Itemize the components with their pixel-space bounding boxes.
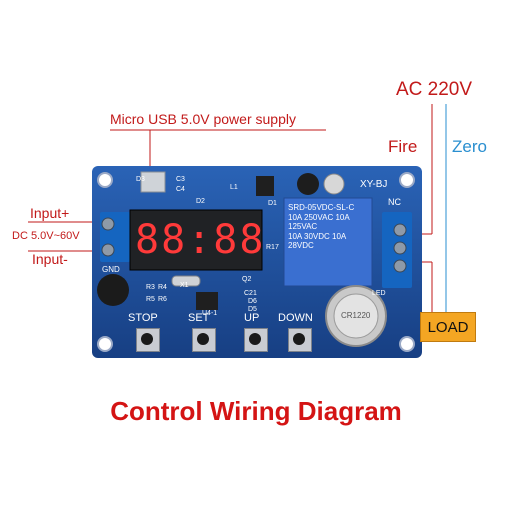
comp-label-c4: C4 xyxy=(176,186,185,193)
buzzer xyxy=(97,274,129,306)
relay-text-line-1: SRD-05VDC-SL-C xyxy=(288,203,355,212)
fire-label: Fire xyxy=(388,137,418,156)
button-down xyxy=(288,328,312,352)
button-label-down: DOWN xyxy=(278,312,313,324)
relay-text: SRD-05VDC-SL-C 10A 250VAC 10A 125VAC 10A… xyxy=(288,203,368,251)
relay-text-line-3: 10A 30VDC 10A 28VDC xyxy=(288,231,346,251)
gnd-label: GND xyxy=(102,265,120,274)
mount-hole-top-left xyxy=(97,172,113,188)
no-screw xyxy=(393,259,407,273)
comp-label-c3: C3 xyxy=(176,176,185,183)
comp-label-d1: D1 xyxy=(268,200,277,207)
button-cap-set xyxy=(197,333,209,345)
input-plus-label: Input+ xyxy=(30,205,70,221)
comp-label-d3: D3 xyxy=(136,176,145,183)
button-label-stop: STOP xyxy=(128,312,158,324)
comp-label-l1: L1 xyxy=(230,184,238,191)
capacitor-2 xyxy=(323,173,345,195)
input-minus-label: Input- xyxy=(32,251,68,267)
mount-hole-bottom-left xyxy=(97,336,113,352)
comp-label-r4: R4 xyxy=(158,284,167,291)
ac-voltage-label: AC 220V xyxy=(396,79,473,100)
seven-segment-display xyxy=(129,209,263,271)
comp-label-d5: D5 xyxy=(248,306,257,313)
comp-label-q2: Q2 xyxy=(242,276,252,283)
capacitor-1 xyxy=(297,173,319,195)
zero-label: Zero xyxy=(452,137,487,156)
button-cap-stop xyxy=(141,333,153,345)
battery-label: CR1220 xyxy=(341,311,371,320)
load-label: LOAD xyxy=(427,318,469,336)
comp-label-d6: D6 xyxy=(248,298,257,305)
coin-battery-face xyxy=(333,293,379,339)
input-plus-screw xyxy=(101,217,115,231)
crystal-x1 xyxy=(171,275,201,287)
comp-label-x1: X1 xyxy=(180,282,189,289)
comp-label-r5: R5 xyxy=(146,296,155,303)
mount-hole-top-right xyxy=(399,172,415,188)
nc-label: NC xyxy=(388,197,401,207)
mount-hole-bottom-right xyxy=(399,336,415,352)
dc-range-label: DC 5.0V~60V xyxy=(12,230,80,242)
regulator-chip xyxy=(256,176,274,196)
input-minus-screw xyxy=(101,243,115,257)
button-label-set: SET xyxy=(188,312,210,324)
comp-label-r3: R3 xyxy=(146,284,155,291)
usb-power-label: Micro USB 5.0V power supply xyxy=(110,111,296,127)
button-label-up: UP xyxy=(244,312,260,324)
board-model-label: XY-BJ xyxy=(360,179,388,190)
button-cap-up xyxy=(249,333,261,345)
button-cap-down xyxy=(293,333,305,345)
comp-label-c21: C21 xyxy=(244,290,257,297)
relay-text-line-2: 10A 250VAC 10A 125VAC xyxy=(288,212,350,232)
ic-chip xyxy=(196,292,218,310)
comp-label-u4-1: U4-1 xyxy=(202,310,218,317)
diagram-title: Control Wiring Diagram xyxy=(110,396,402,426)
comp-label-r6: R6 xyxy=(158,296,167,303)
display-digits: 88:88 xyxy=(135,217,266,263)
com-screw xyxy=(393,241,407,255)
comp-label-r17: R17 xyxy=(266,244,279,251)
load-box: LOAD xyxy=(420,312,476,342)
relay xyxy=(283,197,373,287)
nc-screw xyxy=(393,223,407,237)
micro-usb-port xyxy=(140,171,166,193)
comp-label-d2: D2 xyxy=(196,198,205,205)
led-label: LED xyxy=(372,290,386,297)
